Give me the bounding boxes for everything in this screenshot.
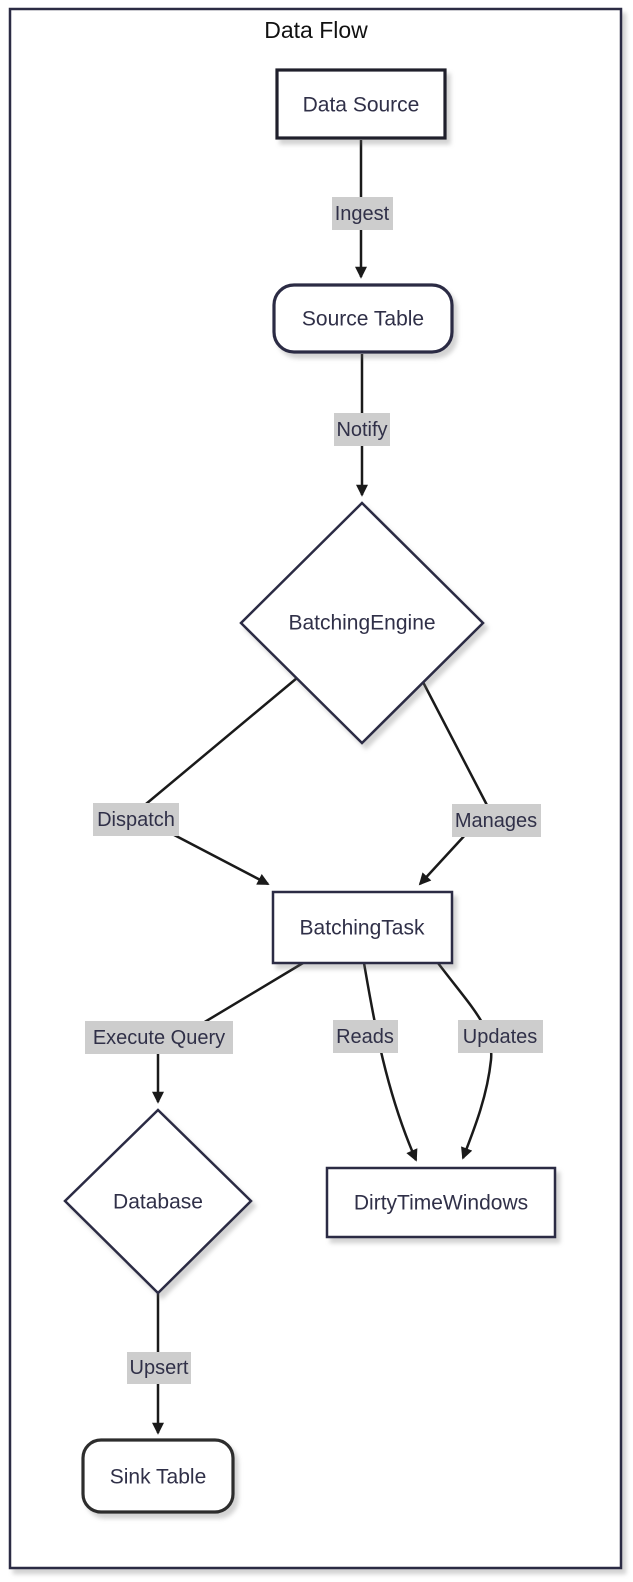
node-label: DirtyTimeWindows bbox=[354, 1192, 528, 1215]
node-label: Data Source bbox=[303, 94, 420, 117]
node-shape bbox=[275, 68, 447, 140]
edge-label-text: Dispatch bbox=[97, 809, 175, 831]
edge-label-bg bbox=[127, 1352, 191, 1384]
edge-label-layer: Ingest Notify Dispatch Manages Execute Q… bbox=[85, 197, 543, 1384]
node-source-table: Source Table bbox=[272, 283, 454, 354]
diagram-frame bbox=[8, 7, 623, 1570]
edge-label-ingest: Ingest bbox=[332, 197, 393, 230]
node-dirty-time-windows: DirtyTimeWindows bbox=[325, 1166, 557, 1239]
diagram-title: Data Flow bbox=[264, 17, 368, 43]
node-shape bbox=[63, 1108, 253, 1295]
node-layer: Data Source Source Table BatchingEngine … bbox=[63, 68, 557, 1514]
node-sink-table: Sink Table bbox=[81, 1438, 235, 1514]
node-batching-engine: BatchingEngine bbox=[239, 501, 485, 745]
edge-label-upsert: Upsert bbox=[127, 1352, 191, 1384]
edge-label-text: Updates bbox=[463, 1026, 538, 1048]
node-batching-task: BatchingTask bbox=[271, 890, 454, 965]
node-data-source: Data Source bbox=[275, 68, 447, 140]
node-shape bbox=[271, 890, 454, 965]
edge-reads-arrow bbox=[362, 962, 418, 1162]
node-shape bbox=[239, 501, 485, 745]
node-shape bbox=[272, 283, 454, 354]
edge-label-bg bbox=[333, 1020, 398, 1053]
edge-label-bg bbox=[458, 1020, 543, 1053]
edge-label-text: Reads bbox=[336, 1026, 394, 1048]
node-label: Source Table bbox=[302, 308, 424, 331]
node-label: BatchingTask bbox=[300, 917, 425, 940]
edge-label-execute-query: Execute Query bbox=[85, 1021, 233, 1054]
edge-label-manages: Manages bbox=[452, 804, 541, 837]
edge-label-text: Execute Query bbox=[93, 1027, 225, 1049]
edge-label-bg bbox=[332, 197, 393, 230]
edge-label-text: Ingest bbox=[335, 203, 390, 225]
edge-label-text: Notify bbox=[336, 419, 387, 441]
edge-label-notify: Notify bbox=[334, 413, 390, 446]
edge-label-text: Manages bbox=[455, 810, 537, 832]
edge-label-bg bbox=[334, 413, 390, 446]
node-label: BatchingEngine bbox=[288, 612, 435, 635]
edge-label-reads: Reads bbox=[333, 1020, 398, 1053]
edge-label-bg bbox=[93, 803, 179, 836]
node-shape bbox=[325, 1166, 557, 1239]
edge-label-updates: Updates bbox=[458, 1020, 543, 1053]
edge-updates-arrow bbox=[437, 962, 493, 1160]
node-label: Sink Table bbox=[110, 1466, 207, 1489]
edge-label-bg bbox=[452, 804, 541, 837]
edge-label-text: Upsert bbox=[130, 1357, 189, 1379]
node-database: Database bbox=[63, 1108, 253, 1295]
node-label: Database bbox=[113, 1191, 203, 1214]
edge-label-dispatch: Dispatch bbox=[93, 803, 179, 836]
node-shape bbox=[81, 1438, 235, 1514]
edge-label-bg bbox=[85, 1021, 233, 1054]
